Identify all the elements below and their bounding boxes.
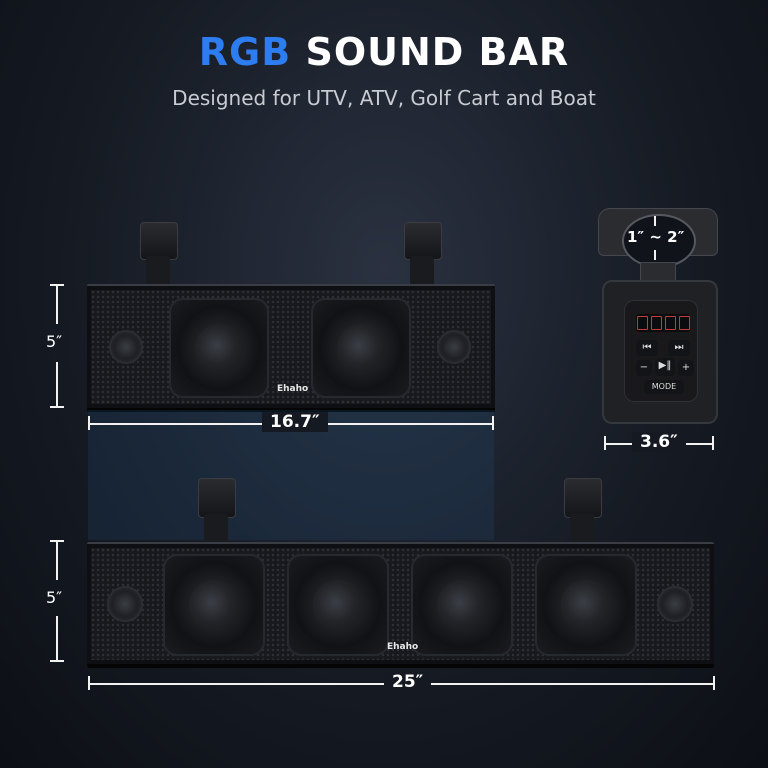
large-bar-left-clamp-foot (204, 514, 228, 544)
volume-down-button[interactable]: − (636, 360, 652, 376)
woofer-2 (287, 554, 389, 656)
lcd-digit (678, 316, 690, 330)
play-pause-button[interactable]: ▶‖ (655, 358, 675, 376)
previous-track-button[interactable]: ⏮ (636, 340, 658, 356)
small-bar-height-line-upper (56, 284, 58, 324)
small-sound-bar: Ehaho (87, 284, 495, 412)
large-bar-width-right-tick (713, 676, 715, 690)
lcd-digit (650, 316, 662, 330)
woofer-4 (535, 554, 637, 656)
volume-up-button[interactable]: + (678, 360, 694, 376)
small-bar-left-clamp (140, 222, 178, 260)
woofer-cone (313, 580, 363, 630)
left-woofer (169, 298, 269, 398)
controller-width-label: 3.6″ (632, 432, 686, 452)
large-bar-width-label: 25″ (384, 672, 432, 692)
mode-button[interactable]: MODE (644, 380, 684, 394)
controller-width-right-tick (712, 436, 714, 450)
large-bar-height-label: 5″ (46, 588, 63, 607)
right-tweeter (657, 586, 693, 622)
clamp-range-label: 1″ ~ 2″ (627, 228, 685, 246)
large-bar-height-bottom-tick (50, 660, 64, 662)
small-bar-left-clamp-foot (146, 256, 170, 286)
next-track-button[interactable]: ⏭ (668, 340, 690, 356)
large-bar-right-clamp (564, 478, 602, 518)
small-bar-height-label: 5″ (46, 332, 63, 351)
small-bar-right-clamp (404, 222, 442, 260)
small-bar-width-label: 16.7″ (262, 412, 328, 432)
small-bar-width-right-tick (492, 416, 494, 430)
clamp-range-arrow-down (654, 250, 656, 260)
title-main: SOUND BAR (305, 30, 570, 74)
right-tweeter (437, 330, 471, 364)
large-bar-right-clamp-foot (570, 514, 594, 544)
lcd-digit (664, 316, 676, 330)
large-bar-left-clamp (198, 478, 236, 518)
controller-lcd-display (636, 314, 690, 332)
brand-logo: Ehaho (387, 642, 419, 652)
large-sound-bar: Ehaho (87, 542, 714, 668)
small-bar-height-line-lower (56, 362, 58, 406)
left-tweeter (109, 330, 143, 364)
woofer-cone (195, 324, 243, 372)
lcd-digit (636, 316, 648, 330)
woofer-1 (163, 554, 265, 656)
title-accent: RGB (198, 30, 292, 74)
large-bar-height-line-upper (56, 540, 58, 580)
woofer-cone (437, 580, 487, 630)
woofer-cone (561, 580, 611, 630)
clamp-range-arrow-up (654, 216, 656, 226)
small-bar-height-bottom-tick (50, 406, 64, 408)
left-tweeter (107, 586, 143, 622)
page-subtitle: Designed for UTV, ATV, Golf Cart and Boa… (172, 86, 596, 110)
large-bar-height-line-lower (56, 616, 58, 660)
brand-logo: Ehaho (277, 384, 309, 394)
woofer-cone (189, 580, 239, 630)
woofer-cone (337, 324, 385, 372)
page-title: RGB SOUND BAR (0, 30, 768, 74)
speaker-grille (91, 290, 491, 404)
woofer-3 (411, 554, 513, 656)
small-bar-right-clamp-foot (410, 256, 434, 286)
right-woofer (311, 298, 411, 398)
